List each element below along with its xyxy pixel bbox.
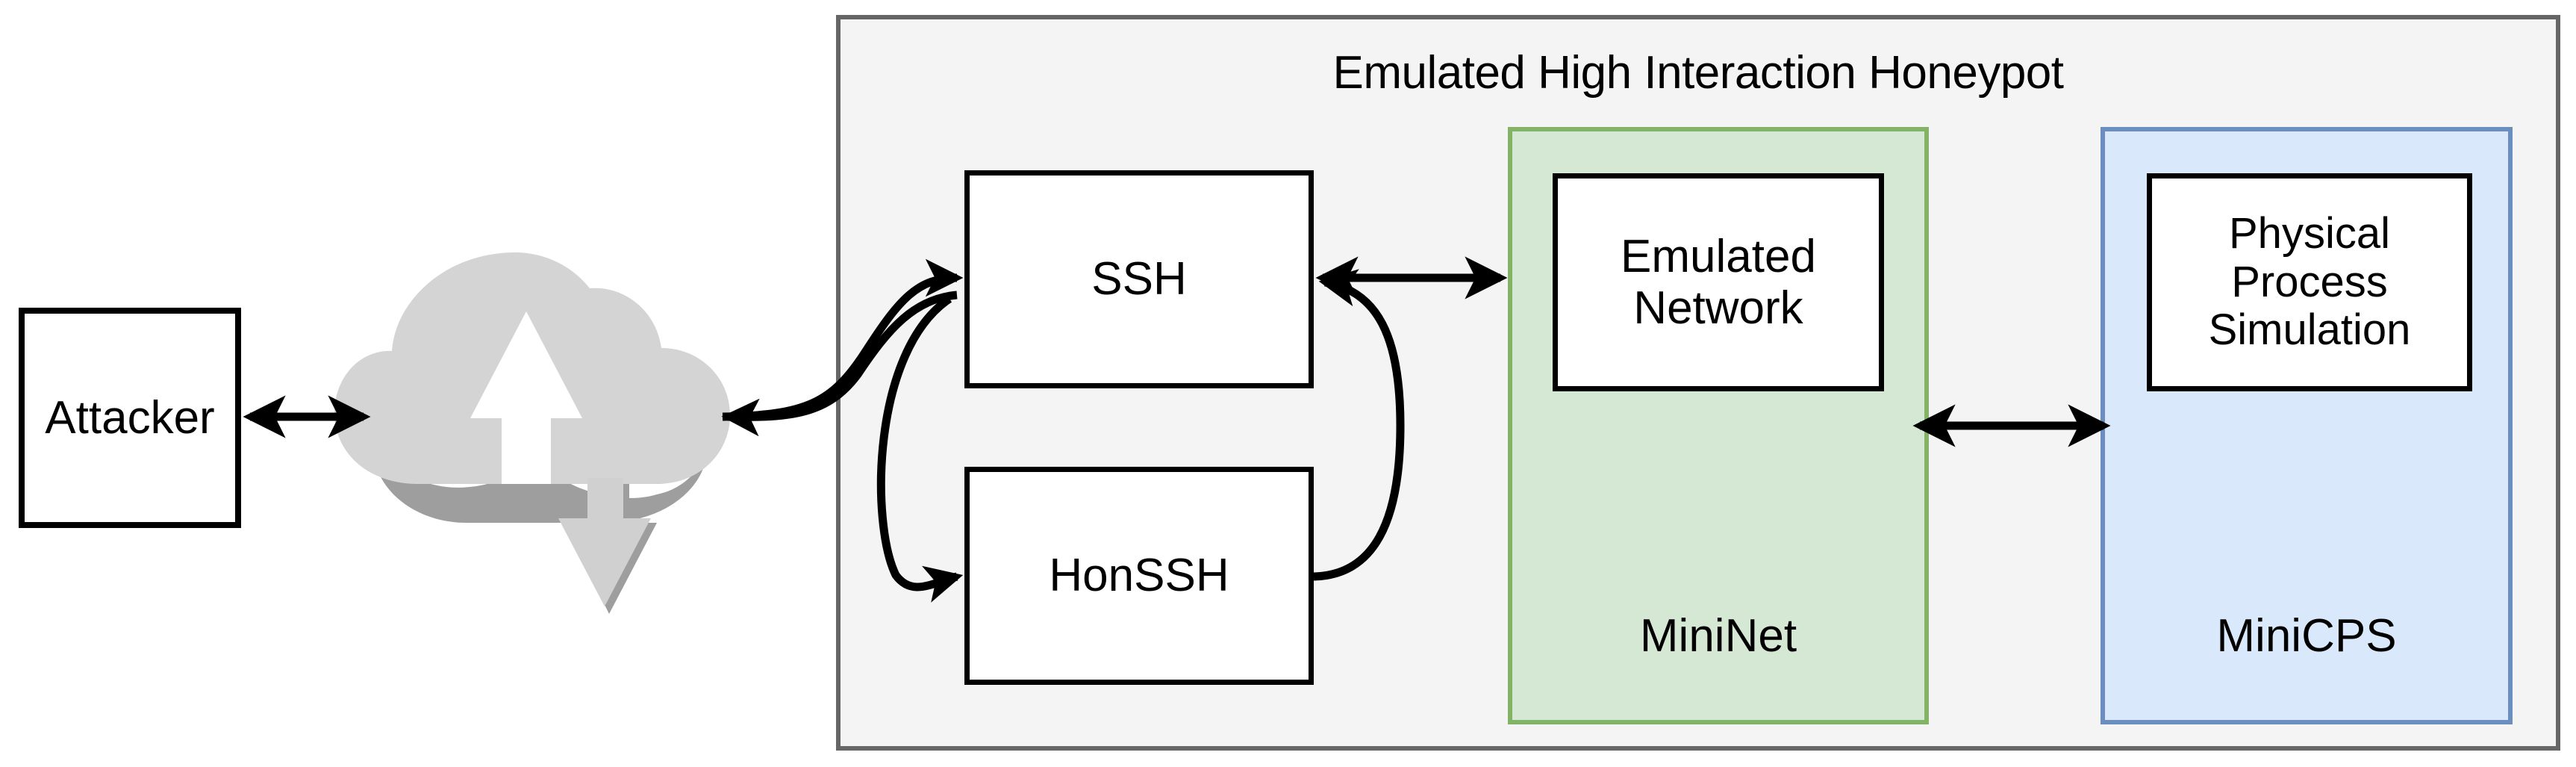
- emulated-network-line-1: Emulated: [1621, 230, 1816, 282]
- cloud-upload-arrow-icon: [470, 311, 582, 484]
- attacker-node-label: Attacker: [45, 391, 215, 444]
- honssh-node[interactable]: HonSSH: [964, 467, 1314, 685]
- physical-process-line-2: Process: [2231, 257, 2388, 306]
- physical-process-line-3: Simulation: [2208, 305, 2411, 355]
- ssh-node-label: SSH: [1091, 253, 1187, 305]
- honssh-node-label: HonSSH: [1049, 550, 1229, 602]
- attacker-node[interactable]: Attacker: [19, 308, 241, 528]
- minicps-group-label: MiniCPS: [2216, 610, 2397, 662]
- honeypot-group-title: Emulated High Interaction Honeypot: [1332, 47, 2064, 99]
- emulated-network-line-2: Network: [1633, 282, 1803, 334]
- physical-process-line-1: Physical: [2229, 208, 2390, 258]
- cloud-download-arrow-icon: [558, 478, 651, 606]
- network-cloud-icon: [334, 252, 730, 614]
- ssh-node[interactable]: SSH: [964, 170, 1314, 388]
- mininet-group-label: MiniNet: [1639, 610, 1797, 662]
